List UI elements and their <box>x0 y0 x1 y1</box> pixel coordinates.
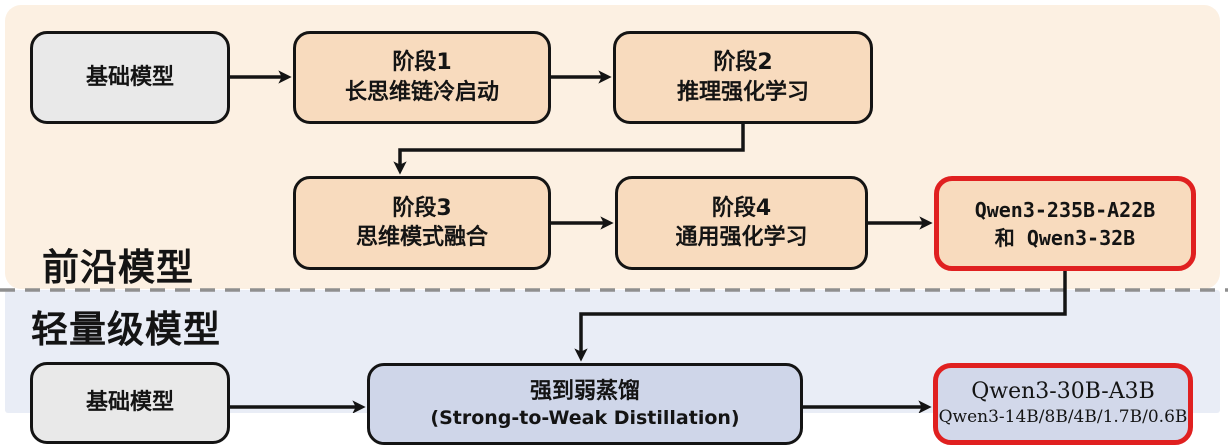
distillation-title: 强到弱蒸馏 <box>529 378 640 404</box>
node-lightweight-output-models: Qwen3-30B-A3B Qwen3-14B/8B/4B/1.7B/0.6B <box>933 363 1193 445</box>
node-label: 基础模型 <box>85 64 174 90</box>
model-name-line1: Qwen3-235B-A22B <box>974 197 1156 222</box>
stage-title: 阶段3 <box>392 195 452 221</box>
model-name-line1: Qwen3-30B-A3B <box>971 379 1155 405</box>
stage-title: 阶段4 <box>711 195 772 221</box>
stage-desc: 思维模式融合 <box>355 225 488 250</box>
distillation-subtitle: (Strong-to-Weak Distillation) <box>430 406 740 429</box>
node-base-model-frontier: 基础模型 <box>30 31 230 124</box>
section-label-frontier-models: 前沿模型 <box>42 246 194 289</box>
stage-desc: 推理强化学习 <box>676 79 809 105</box>
stage-title: 阶段1 <box>392 50 452 76</box>
node-stage2-reasoning-rl: 阶段2 推理强化学习 <box>613 31 873 124</box>
stage-desc: 长思维链冷启动 <box>344 79 499 105</box>
node-stage4-general-rl: 阶段4 通用强化学习 <box>615 176 868 270</box>
node-stage3-thinking-mode-fusion: 阶段3 思维模式融合 <box>293 176 551 270</box>
model-name-line2: 和 Qwen3-32B <box>994 225 1136 250</box>
diagram-page: { "diagram": { "frontier": { "section_la… <box>0 5 1228 445</box>
stage-desc: 通用强化学习 <box>675 225 808 250</box>
stage-title: 阶段2 <box>713 50 773 76</box>
node-frontier-output-models: Qwen3-235B-A22B 和 Qwen3-32B <box>934 176 1196 271</box>
node-base-model-lightweight: 基础模型 <box>30 362 230 444</box>
section-label-lightweight-models: 轻量级模型 <box>31 308 221 351</box>
node-label: 基础模型 <box>85 390 174 416</box>
node-strong-to-weak-distillation: 强到弱蒸馏 (Strong-to-Weak Distillation) <box>367 363 803 445</box>
model-name-line2: Qwen3-14B/8B/4B/1.7B/0.6B <box>938 406 1188 427</box>
node-stage1-long-cot-cold-start: 阶段1 长思维链冷启动 <box>293 31 551 124</box>
